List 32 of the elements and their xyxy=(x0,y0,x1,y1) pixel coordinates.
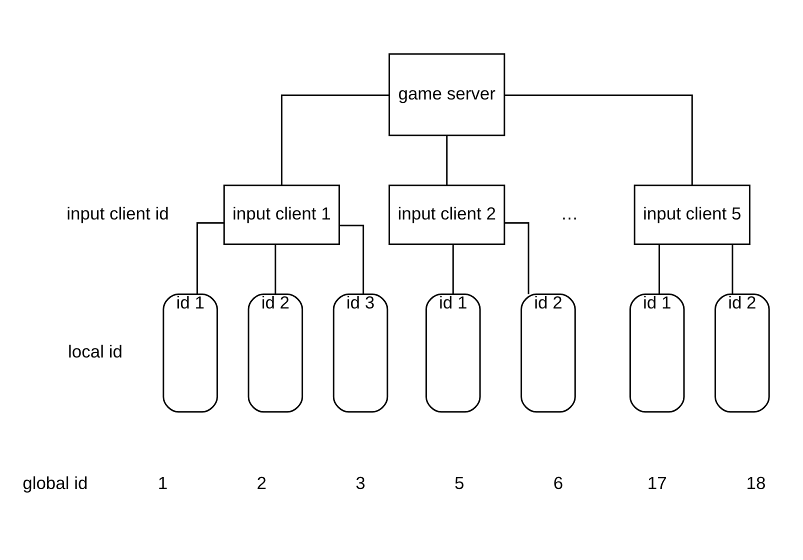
node-label: 2 xyxy=(256,472,267,493)
connector xyxy=(196,222,224,294)
node-box: id 1 xyxy=(425,293,481,412)
connector xyxy=(274,244,276,294)
node-box: game server xyxy=(388,52,506,136)
connector xyxy=(504,222,530,294)
node-box: input client 1 xyxy=(223,184,340,244)
connector xyxy=(280,94,390,185)
label: … xyxy=(560,202,578,223)
node-box: id 2 xyxy=(714,293,770,412)
label: global id xyxy=(22,472,88,493)
node-box: input client 5 xyxy=(634,184,750,244)
connector xyxy=(339,224,364,294)
node-label: 6 xyxy=(553,472,564,493)
node-box: id 1 xyxy=(629,293,685,412)
node-label: 1 xyxy=(158,472,168,493)
label: local id xyxy=(68,341,122,362)
label: input client id xyxy=(66,202,169,223)
node-label: 5 xyxy=(454,472,464,493)
connector xyxy=(732,244,734,294)
node-box: id 2 xyxy=(248,293,304,412)
node-box: id 3 xyxy=(332,293,388,412)
connector xyxy=(446,134,448,185)
node-box: id 1 xyxy=(162,293,218,412)
node-label: 3 xyxy=(356,472,366,493)
node-box: id 2 xyxy=(520,293,576,412)
connector xyxy=(452,244,454,294)
node-box: input client 2 xyxy=(388,184,506,244)
connector xyxy=(504,94,693,185)
node-label: 18 xyxy=(746,472,766,493)
connector xyxy=(658,244,660,294)
node-label: 17 xyxy=(647,472,667,493)
